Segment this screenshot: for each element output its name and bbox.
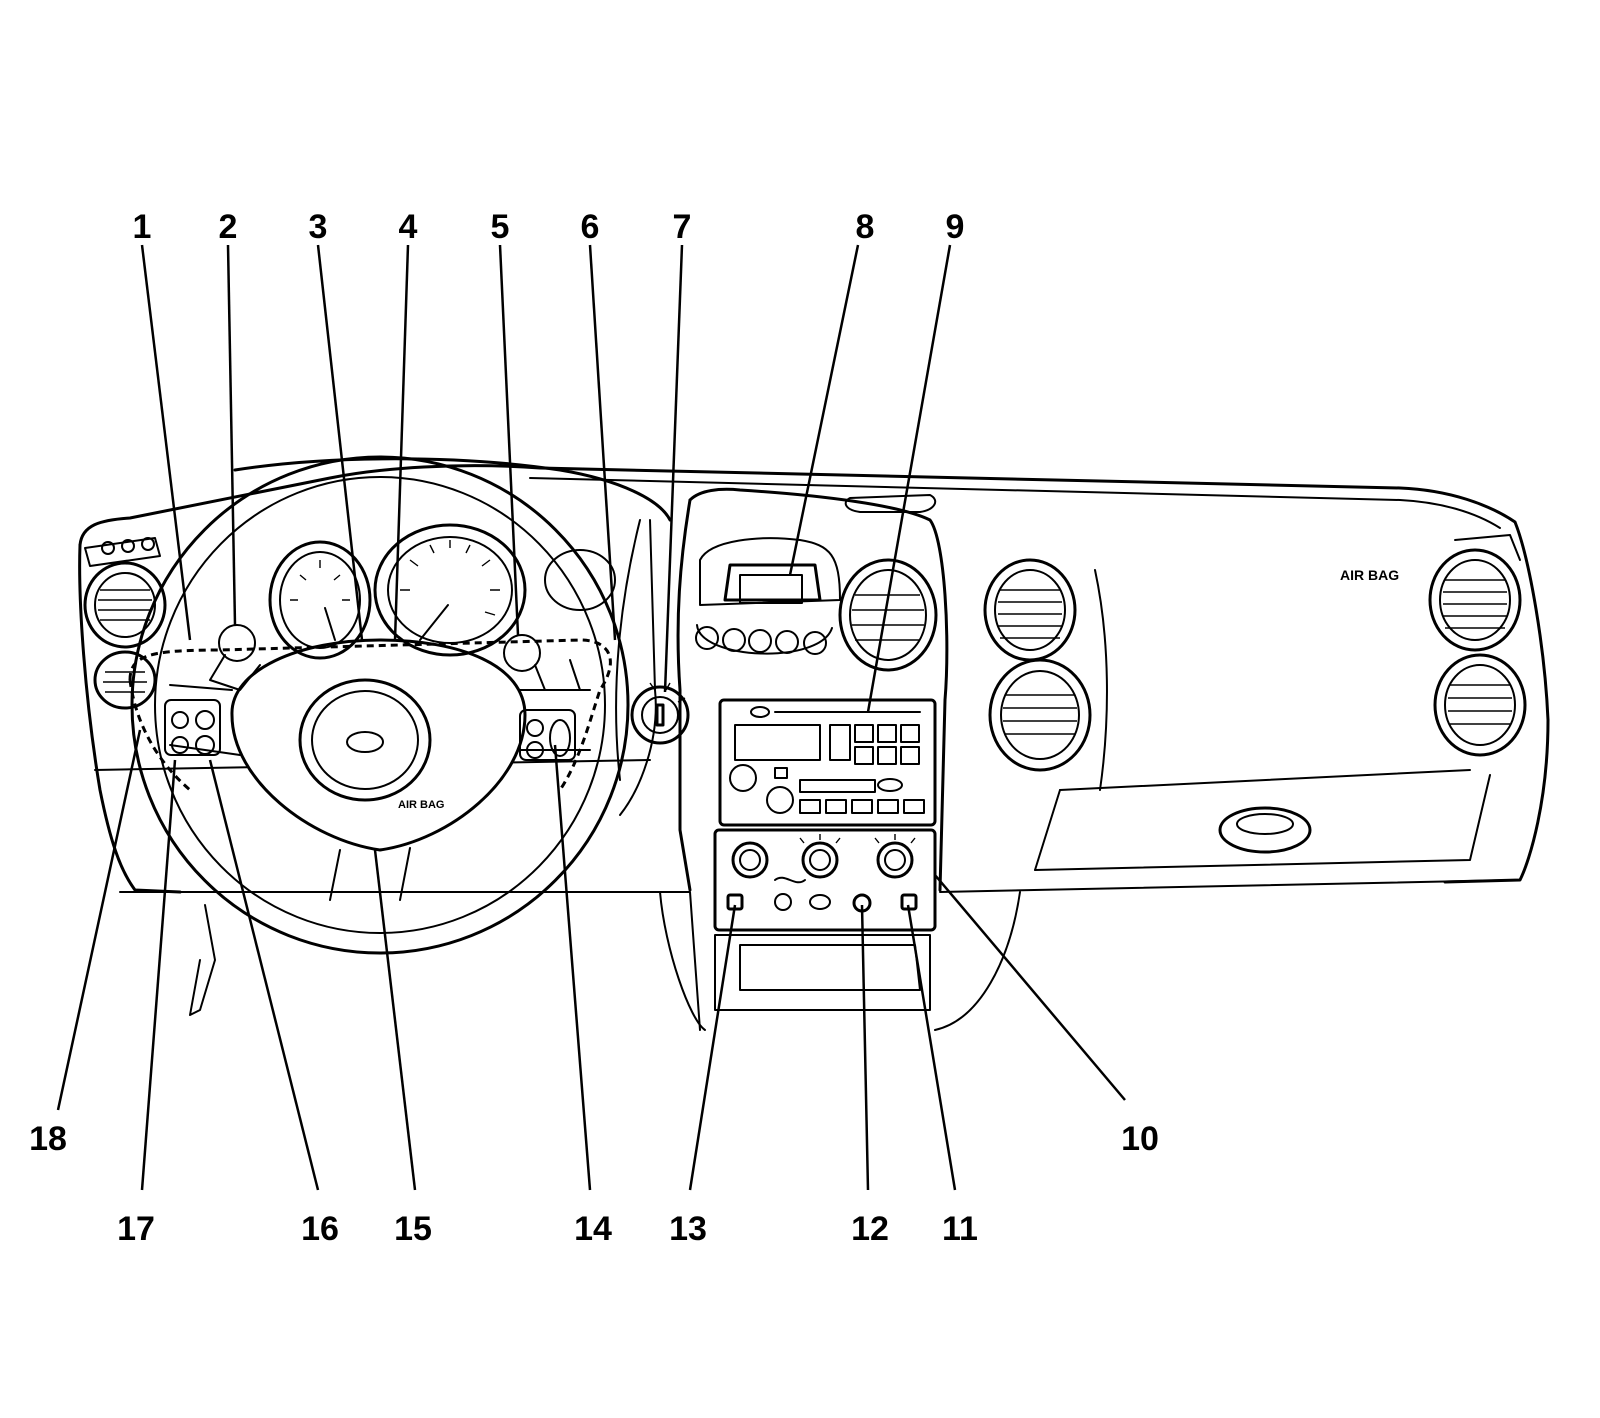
left-air-vent bbox=[83, 537, 167, 710]
hvac-control-panel bbox=[713, 828, 937, 1011]
radio-unit bbox=[718, 698, 937, 827]
leader-11 bbox=[906, 904, 957, 1191]
dashboard-outline bbox=[78, 457, 1550, 1031]
callout-18: 18 bbox=[29, 1120, 67, 1158]
callout-13: 13 bbox=[669, 1210, 707, 1248]
leader-18 bbox=[56, 729, 142, 1111]
leader-10 bbox=[934, 874, 1126, 1101]
leader-4 bbox=[393, 244, 410, 641]
callout-9: 9 bbox=[946, 208, 965, 246]
leader-12 bbox=[860, 904, 870, 1191]
airbag-wheel-marking: AIR BAG bbox=[398, 799, 444, 811]
leader-6 bbox=[588, 244, 617, 641]
callout-labels: 1 2 3 4 5 6 7 8 9 10 11 12 13 14 15 16 1… bbox=[29, 208, 1159, 1248]
leader-lines bbox=[56, 244, 1126, 1191]
callout-11: 11 bbox=[942, 1210, 978, 1248]
leader-15 bbox=[373, 849, 417, 1191]
center-air-vent bbox=[838, 558, 938, 672]
leader-8 bbox=[788, 244, 860, 576]
callout-4: 4 bbox=[399, 208, 418, 246]
leader-2 bbox=[226, 244, 237, 626]
airbag-dash-marking: AIR BAG bbox=[1340, 567, 1399, 583]
leader-5 bbox=[498, 244, 520, 636]
callout-17: 17 bbox=[117, 1210, 155, 1248]
callout-6: 6 bbox=[581, 208, 600, 246]
leader-3 bbox=[316, 244, 364, 641]
leader-14 bbox=[553, 744, 592, 1191]
callout-5: 5 bbox=[491, 208, 510, 246]
ignition-switch bbox=[630, 682, 690, 745]
callout-1: 1 bbox=[133, 208, 152, 246]
callout-16: 16 bbox=[301, 1210, 339, 1248]
callout-14: 14 bbox=[574, 1210, 612, 1248]
leader-13 bbox=[688, 904, 737, 1191]
center-console bbox=[676, 487, 949, 892]
glove-box bbox=[844, 494, 1312, 854]
leader-9 bbox=[866, 244, 952, 713]
instrument-cluster bbox=[209, 523, 616, 691]
callout-7: 7 bbox=[673, 208, 692, 246]
callout-8: 8 bbox=[856, 208, 875, 246]
leader-17 bbox=[140, 759, 177, 1191]
callout-2: 2 bbox=[219, 208, 238, 246]
steering-wheel bbox=[128, 455, 630, 1016]
leader-16 bbox=[208, 759, 320, 1191]
callout-12: 12 bbox=[851, 1210, 889, 1248]
right-air-vents bbox=[983, 534, 1527, 772]
leader-7 bbox=[663, 244, 684, 693]
callout-15: 15 bbox=[394, 1210, 432, 1248]
leader-1 bbox=[140, 244, 192, 641]
callout-3: 3 bbox=[309, 208, 328, 246]
callout-10: 10 bbox=[1121, 1120, 1159, 1158]
